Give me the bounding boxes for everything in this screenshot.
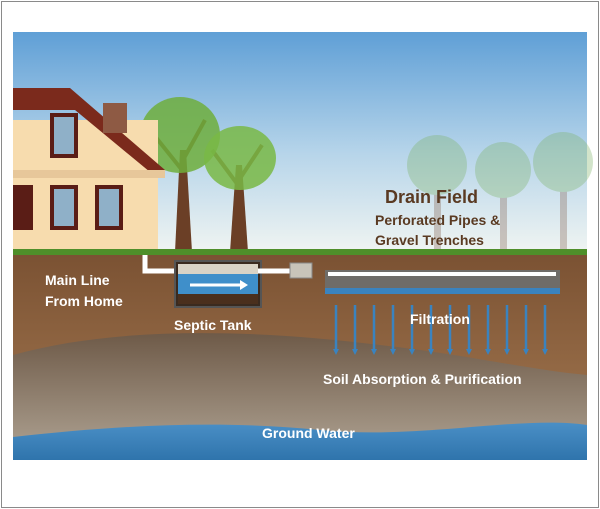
filtration-arrows	[333, 305, 548, 355]
filtration-arrowhead	[390, 349, 396, 355]
filtration-arrowhead	[371, 349, 377, 355]
trees	[140, 97, 276, 252]
drain-field-subtitle-1: Perforated Pipes &	[375, 212, 500, 228]
grass	[13, 249, 587, 256]
filtration-arrowhead	[428, 349, 434, 355]
septic-tank	[142, 255, 313, 308]
filtration-arrowhead	[409, 349, 415, 355]
drain-field-trench	[325, 270, 560, 294]
filtration-arrowhead	[485, 349, 491, 355]
filtration-arrowhead	[466, 349, 472, 355]
filtration-arrowhead	[542, 349, 548, 355]
filtration-label: Filtration	[410, 311, 470, 327]
ground-water-label: Ground Water	[262, 425, 355, 441]
main-line-label-2: From Home	[45, 293, 123, 309]
filtration-arrowhead	[504, 349, 510, 355]
soil-absorption-label: Soil Absorption & Purification	[323, 371, 522, 387]
main-line-label-1: Main Line	[45, 272, 110, 288]
filtration-arrowhead	[447, 349, 453, 355]
septic-tank-label: Septic Tank	[174, 317, 252, 333]
drain-field-subtitle-2: Gravel Trenches	[375, 232, 484, 248]
drain-field-title: Drain Field	[385, 187, 478, 207]
faded-trees	[407, 132, 593, 250]
filtration-arrowhead	[352, 349, 358, 355]
filtration-arrowhead	[523, 349, 529, 355]
filtration-arrowhead	[333, 349, 339, 355]
labels: Drain Field Perforated Pipes & Gravel Tr…	[45, 187, 522, 441]
house	[13, 88, 165, 252]
